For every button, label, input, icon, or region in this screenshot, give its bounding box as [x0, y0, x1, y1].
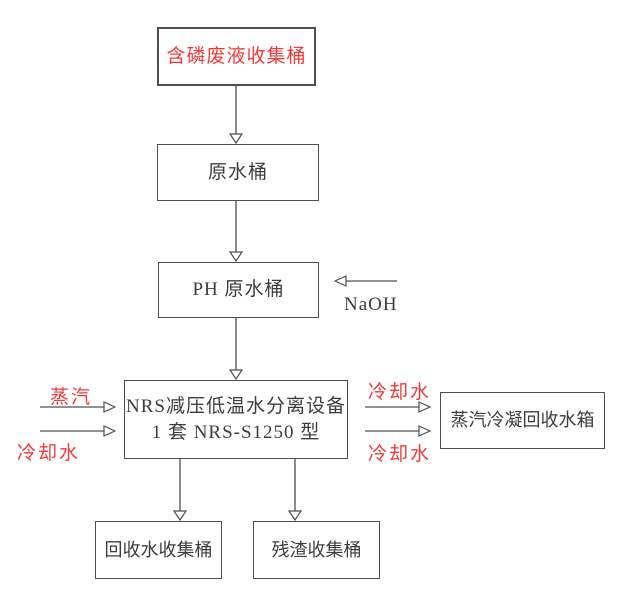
label-cooling-water-out-bottom: 冷却水 [368, 444, 432, 465]
box-phosphorus-waste-collection: 含磷废液收集桶 [157, 27, 316, 86]
box-raw-water-tank: 原水桶 [157, 144, 319, 201]
box-residue-collection: 残渣收集桶 [253, 521, 380, 579]
label-naoh: NaOH [344, 294, 398, 315]
arrow-ph-to-separator [228, 316, 244, 381]
box-phosphorus-waste-label: 含磷废液收集桶 [166, 45, 307, 67]
arrow-naoh-in [333, 275, 397, 287]
arrow-separator-to-recovered [172, 457, 188, 522]
arrow-steam-in [40, 401, 117, 413]
arrow-waste-to-rawwater [228, 82, 244, 145]
arrow-rawwater-to-ph [228, 199, 244, 263]
arrow-separator-to-residue [287, 457, 303, 522]
arrow-cooling-out-top [365, 401, 432, 413]
separator-name-line: NRS减压低温水分离设备 [126, 395, 346, 417]
arrow-cooling-out-bottom [365, 425, 432, 437]
box-nrs-separator-unit: NRS减压低温水分离设备 1 套 NRS-S1250 型 [124, 380, 348, 459]
box-ph-raw-water-tank: PH 原水桶 [158, 262, 319, 318]
arrow-cooling-in [40, 425, 117, 437]
box-recovered-water-label: 回收水收集桶 [104, 539, 213, 560]
box-residue-label: 残渣收集桶 [271, 539, 362, 560]
box-ph-raw-water-label: PH 原水桶 [192, 279, 285, 301]
separator-model-line: 1 套 NRS-S1250 型 [151, 421, 321, 443]
box-condensate-recovery-label: 蒸汽冷凝回收水箱 [450, 410, 595, 431]
label-cooling-water-out-top: 冷却水 [368, 382, 432, 403]
box-recovered-water-collection: 回收水收集桶 [95, 521, 222, 579]
label-steam-in: 蒸汽 [50, 387, 93, 408]
label-cooling-water-in: 冷却水 [17, 443, 81, 464]
box-condensate-recovery-tank: 蒸汽冷凝回收水箱 [440, 392, 605, 449]
box-raw-water-label: 原水桶 [207, 161, 268, 183]
